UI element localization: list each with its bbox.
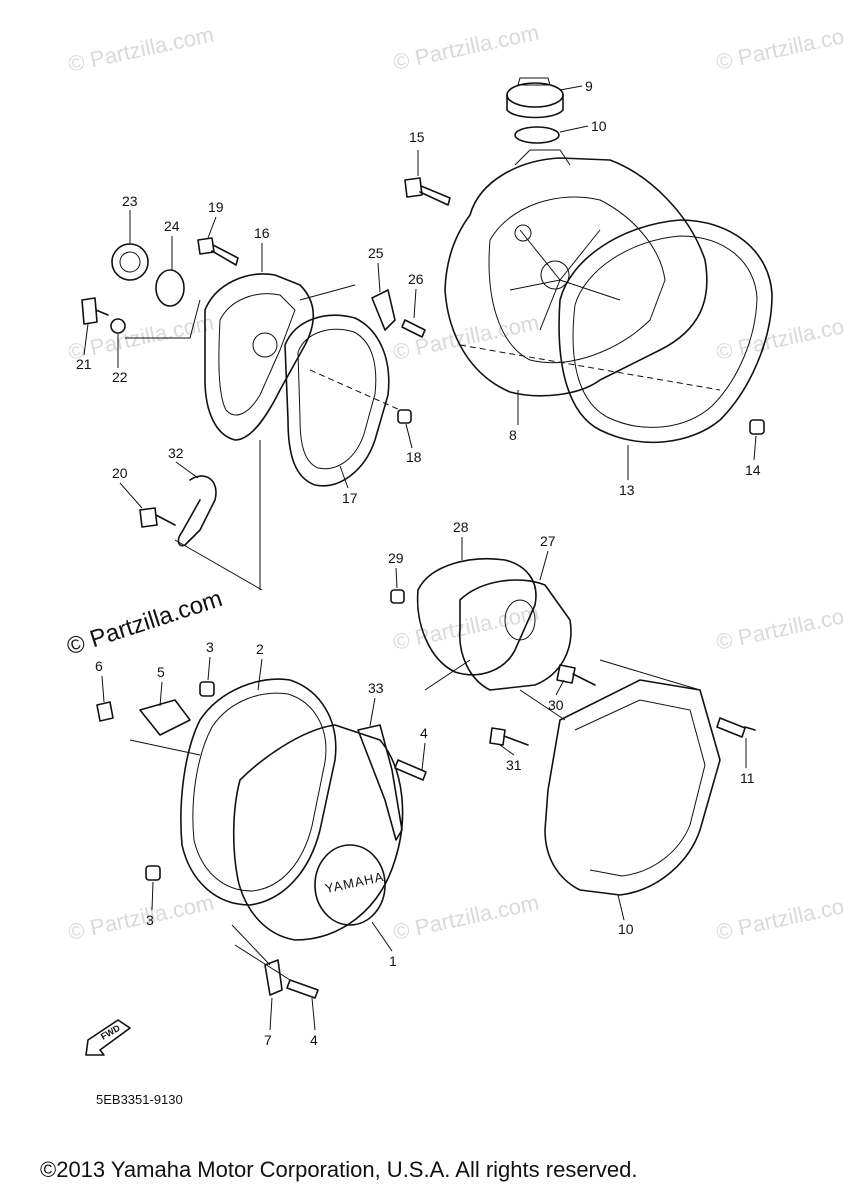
- callout-label: 21: [76, 356, 92, 372]
- callout-label: 23: [122, 193, 138, 209]
- bolt: [404, 177, 451, 206]
- bracket: [371, 289, 396, 331]
- callout-label: 17: [342, 490, 358, 506]
- callout-label: 9: [585, 78, 593, 94]
- bolt: [81, 297, 109, 325]
- callout-label: 13: [619, 482, 635, 498]
- dowel-pin: [199, 681, 215, 697]
- dowel-pin: [390, 589, 405, 604]
- plug: [111, 243, 149, 281]
- bolt: [556, 664, 596, 686]
- callout-label: 22: [112, 369, 128, 385]
- o-ring: [514, 126, 560, 144]
- callout-label: 15: [409, 129, 425, 145]
- bolt: [394, 759, 427, 781]
- dowel-pin: [145, 865, 161, 881]
- callout-label: 25: [368, 245, 384, 261]
- callout-label: 3: [206, 639, 214, 655]
- callout-label: 16: [254, 225, 270, 241]
- callout-label: 10: [618, 921, 634, 937]
- washer: [110, 318, 126, 334]
- callout-label: 26: [408, 271, 424, 287]
- bracket: [264, 959, 283, 996]
- pickup-cover-gasket: [284, 314, 390, 487]
- watermark: © Partzilla.com: [66, 890, 216, 945]
- callout-label: 11: [740, 770, 755, 786]
- cover-gasket: [416, 557, 537, 676]
- watermark: © Partzilla.com: [714, 890, 843, 945]
- callout-label: 7: [264, 1032, 272, 1048]
- callout-label: 18: [406, 449, 422, 465]
- callout-labels: 9 10 15 8 13 14 23 24 19 16 25 26 21 22 …: [76, 78, 761, 1048]
- callout-label: 30: [548, 697, 564, 713]
- callout-label: 10: [591, 118, 607, 134]
- callout-label: 19: [208, 199, 224, 215]
- watermark-dark: © Partzilla.com: [64, 585, 226, 661]
- callout-label: 6: [95, 658, 103, 674]
- bolt: [489, 727, 529, 746]
- watermark: © Partzilla.com: [391, 600, 541, 655]
- callout-label: 4: [310, 1032, 318, 1048]
- callout-label: 31: [506, 757, 522, 773]
- watermark: © Partzilla.com: [391, 20, 541, 75]
- callout-label: 29: [388, 550, 404, 566]
- cover: [459, 579, 572, 691]
- clutch-cover: [444, 149, 708, 397]
- fwd-label: FWD: [99, 1023, 122, 1042]
- dowel-pin: [397, 409, 412, 424]
- bolt: [286, 979, 319, 999]
- sprocket-cover: [544, 679, 721, 896]
- callout-label: 3: [146, 912, 154, 928]
- callout-label: 8: [509, 427, 517, 443]
- bolt: [139, 507, 176, 528]
- callout-label: 27: [540, 533, 556, 549]
- callout-label: 24: [164, 218, 180, 234]
- callout-label: 32: [168, 445, 184, 461]
- cover-brand-text: YAMAHA: [324, 869, 386, 896]
- copyright-notice: ©2013 Yamaha Motor Corporation, U.S.A. A…: [40, 1157, 638, 1182]
- bolt: [716, 717, 756, 738]
- bracket: [357, 724, 403, 841]
- watermark: © Partzilla.com: [714, 310, 843, 365]
- bracket: [139, 699, 191, 736]
- watermark: © Partzilla.com: [714, 600, 843, 655]
- callout-label: 33: [368, 680, 384, 696]
- callout-label: 28: [453, 519, 469, 535]
- clamp: [177, 475, 217, 547]
- fwd-arrow-icon: FWD: [85, 1019, 131, 1056]
- o-ring: [155, 269, 185, 307]
- screw: [401, 319, 426, 338]
- bolt: [96, 701, 114, 722]
- oil-filler-cap: [506, 77, 564, 119]
- callout-label: 20: [112, 465, 128, 481]
- callout-label: 5: [157, 664, 165, 680]
- pickup-cover: [204, 273, 315, 441]
- callout-label: 2: [256, 641, 264, 657]
- watermark: © Partzilla.com: [391, 890, 541, 945]
- callout-label: 1: [389, 953, 397, 969]
- dowel-pin: [749, 419, 765, 435]
- diagram-part-code: 5EB3351-9130: [96, 1092, 183, 1107]
- watermark: © Partzilla.com: [714, 20, 843, 75]
- bolt: [197, 237, 239, 266]
- watermark: © Partzilla.com: [391, 310, 541, 365]
- watermark: © Partzilla.com: [66, 22, 216, 77]
- callout-label: 4: [420, 725, 428, 741]
- clutch-cover-gasket: [558, 219, 773, 444]
- callout-label: 14: [745, 462, 761, 478]
- crankcase-cover: [232, 724, 404, 941]
- crankcase-cover-gasket: [180, 678, 337, 906]
